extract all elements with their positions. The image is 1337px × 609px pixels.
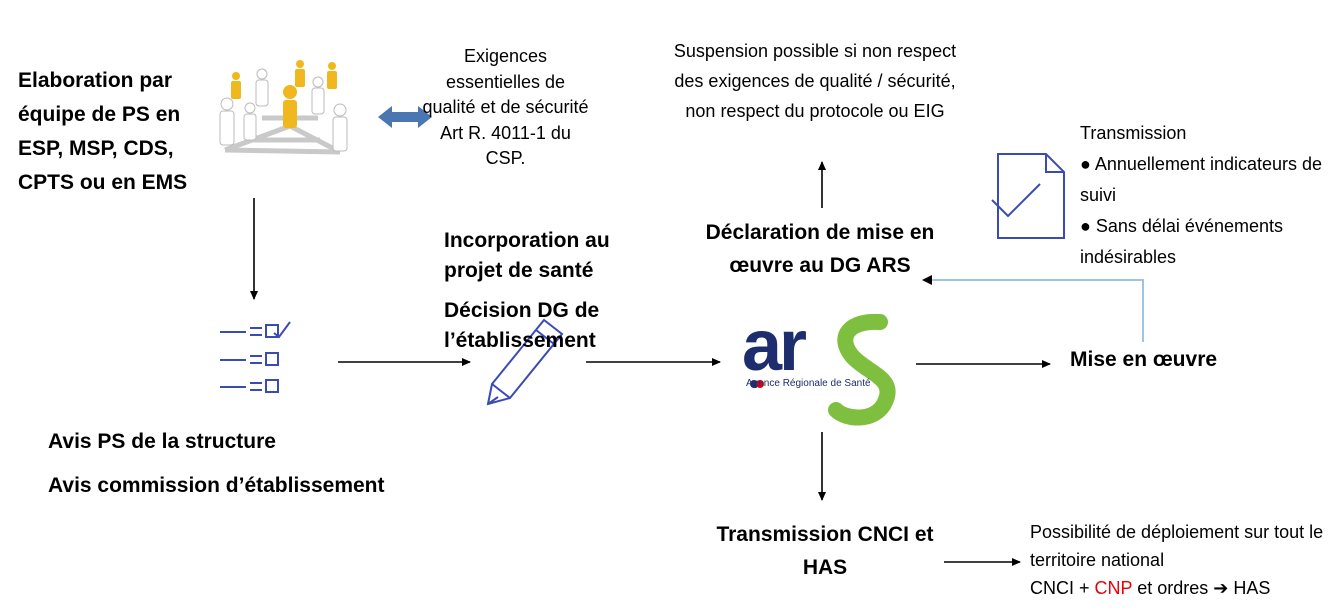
double-arrow-icon	[378, 106, 432, 128]
arrow-right-icon: ➔	[1213, 578, 1229, 598]
elaboration-text: Elaboration par équipe de PS en ESP, MSP…	[18, 69, 188, 194]
exigences-text: Exigences essentielles de qualité et de …	[422, 46, 589, 168]
declaration-text: Déclaration de mise en œuvre au DG ARS	[705, 221, 935, 277]
avis-commission-text: Avis commission d’établissement	[48, 474, 385, 497]
document-check-icon	[991, 153, 1065, 239]
ars-logo-letters: ar	[742, 306, 807, 386]
possibilite-ordres: et ordres	[1132, 578, 1214, 598]
possibilite-has: HAS	[1228, 578, 1271, 598]
decision-text: Décision DG de l’établissement	[444, 299, 600, 352]
transmission-cnci-text: Transmission CNCI et HAS	[716, 523, 934, 579]
pen-icon	[486, 318, 564, 406]
possibilite-cnp: CNP	[1094, 578, 1133, 598]
transmission-bullet-annuel: ● Annuellement indicateurs de suivi	[1080, 154, 1323, 205]
mise-en-oeuvre-text: Mise en œuvre	[1070, 348, 1218, 371]
checklist-icon	[220, 321, 291, 393]
possibilite-cnci: CNCI +	[1030, 578, 1095, 598]
transmission-block: Transmission ● Annuellement indicateurs …	[1080, 118, 1330, 273]
people-network-icon	[206, 52, 356, 170]
suspension-text: Suspension possible si non respect des e…	[673, 41, 957, 121]
ars-logo	[750, 313, 896, 426]
ars-logo-subtitle: Agence Régionale de Santé	[746, 378, 871, 389]
possibilite-line1: Possibilité de déploiement sur tout le t…	[1030, 522, 1324, 570]
avis-ps-text: Avis PS de la structure	[48, 430, 276, 453]
feedback-line	[930, 279, 1144, 342]
incorporation-text: Incorporation au projet de santé	[444, 229, 610, 282]
transmission-bullet-sans-delai: ● Sans délai événements indésirables	[1080, 216, 1283, 267]
transmission-title: Transmission	[1080, 123, 1187, 143]
possibilite-block: Possibilité de déploiement sur tout le t…	[1030, 518, 1330, 602]
